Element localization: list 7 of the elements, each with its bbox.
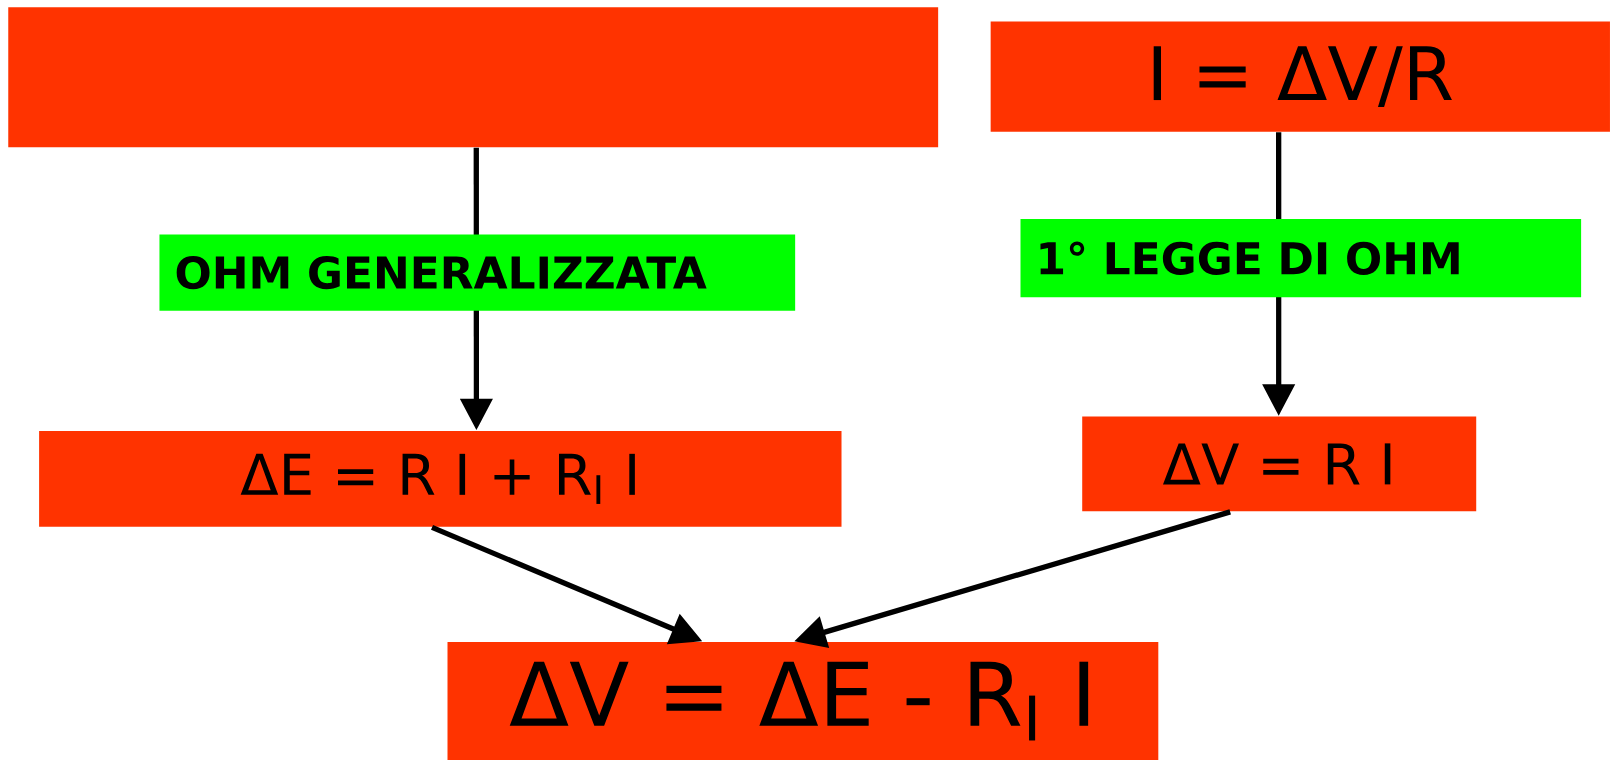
formula-box: ΔV = ΔE - R$_{I}$ I xyxy=(447,641,1159,760)
edge-label: 1° LEGGE DI OHM xyxy=(1020,219,1582,298)
formula-box: ΔE = R I + R$_{I}$ I xyxy=(39,431,842,527)
edge-label: OHM GENERALIZZATA xyxy=(159,234,796,311)
formula-box: I = ΔV/R xyxy=(990,21,1610,132)
formula-box: ΔV = R I xyxy=(1082,416,1477,512)
empty-box xyxy=(8,7,939,148)
